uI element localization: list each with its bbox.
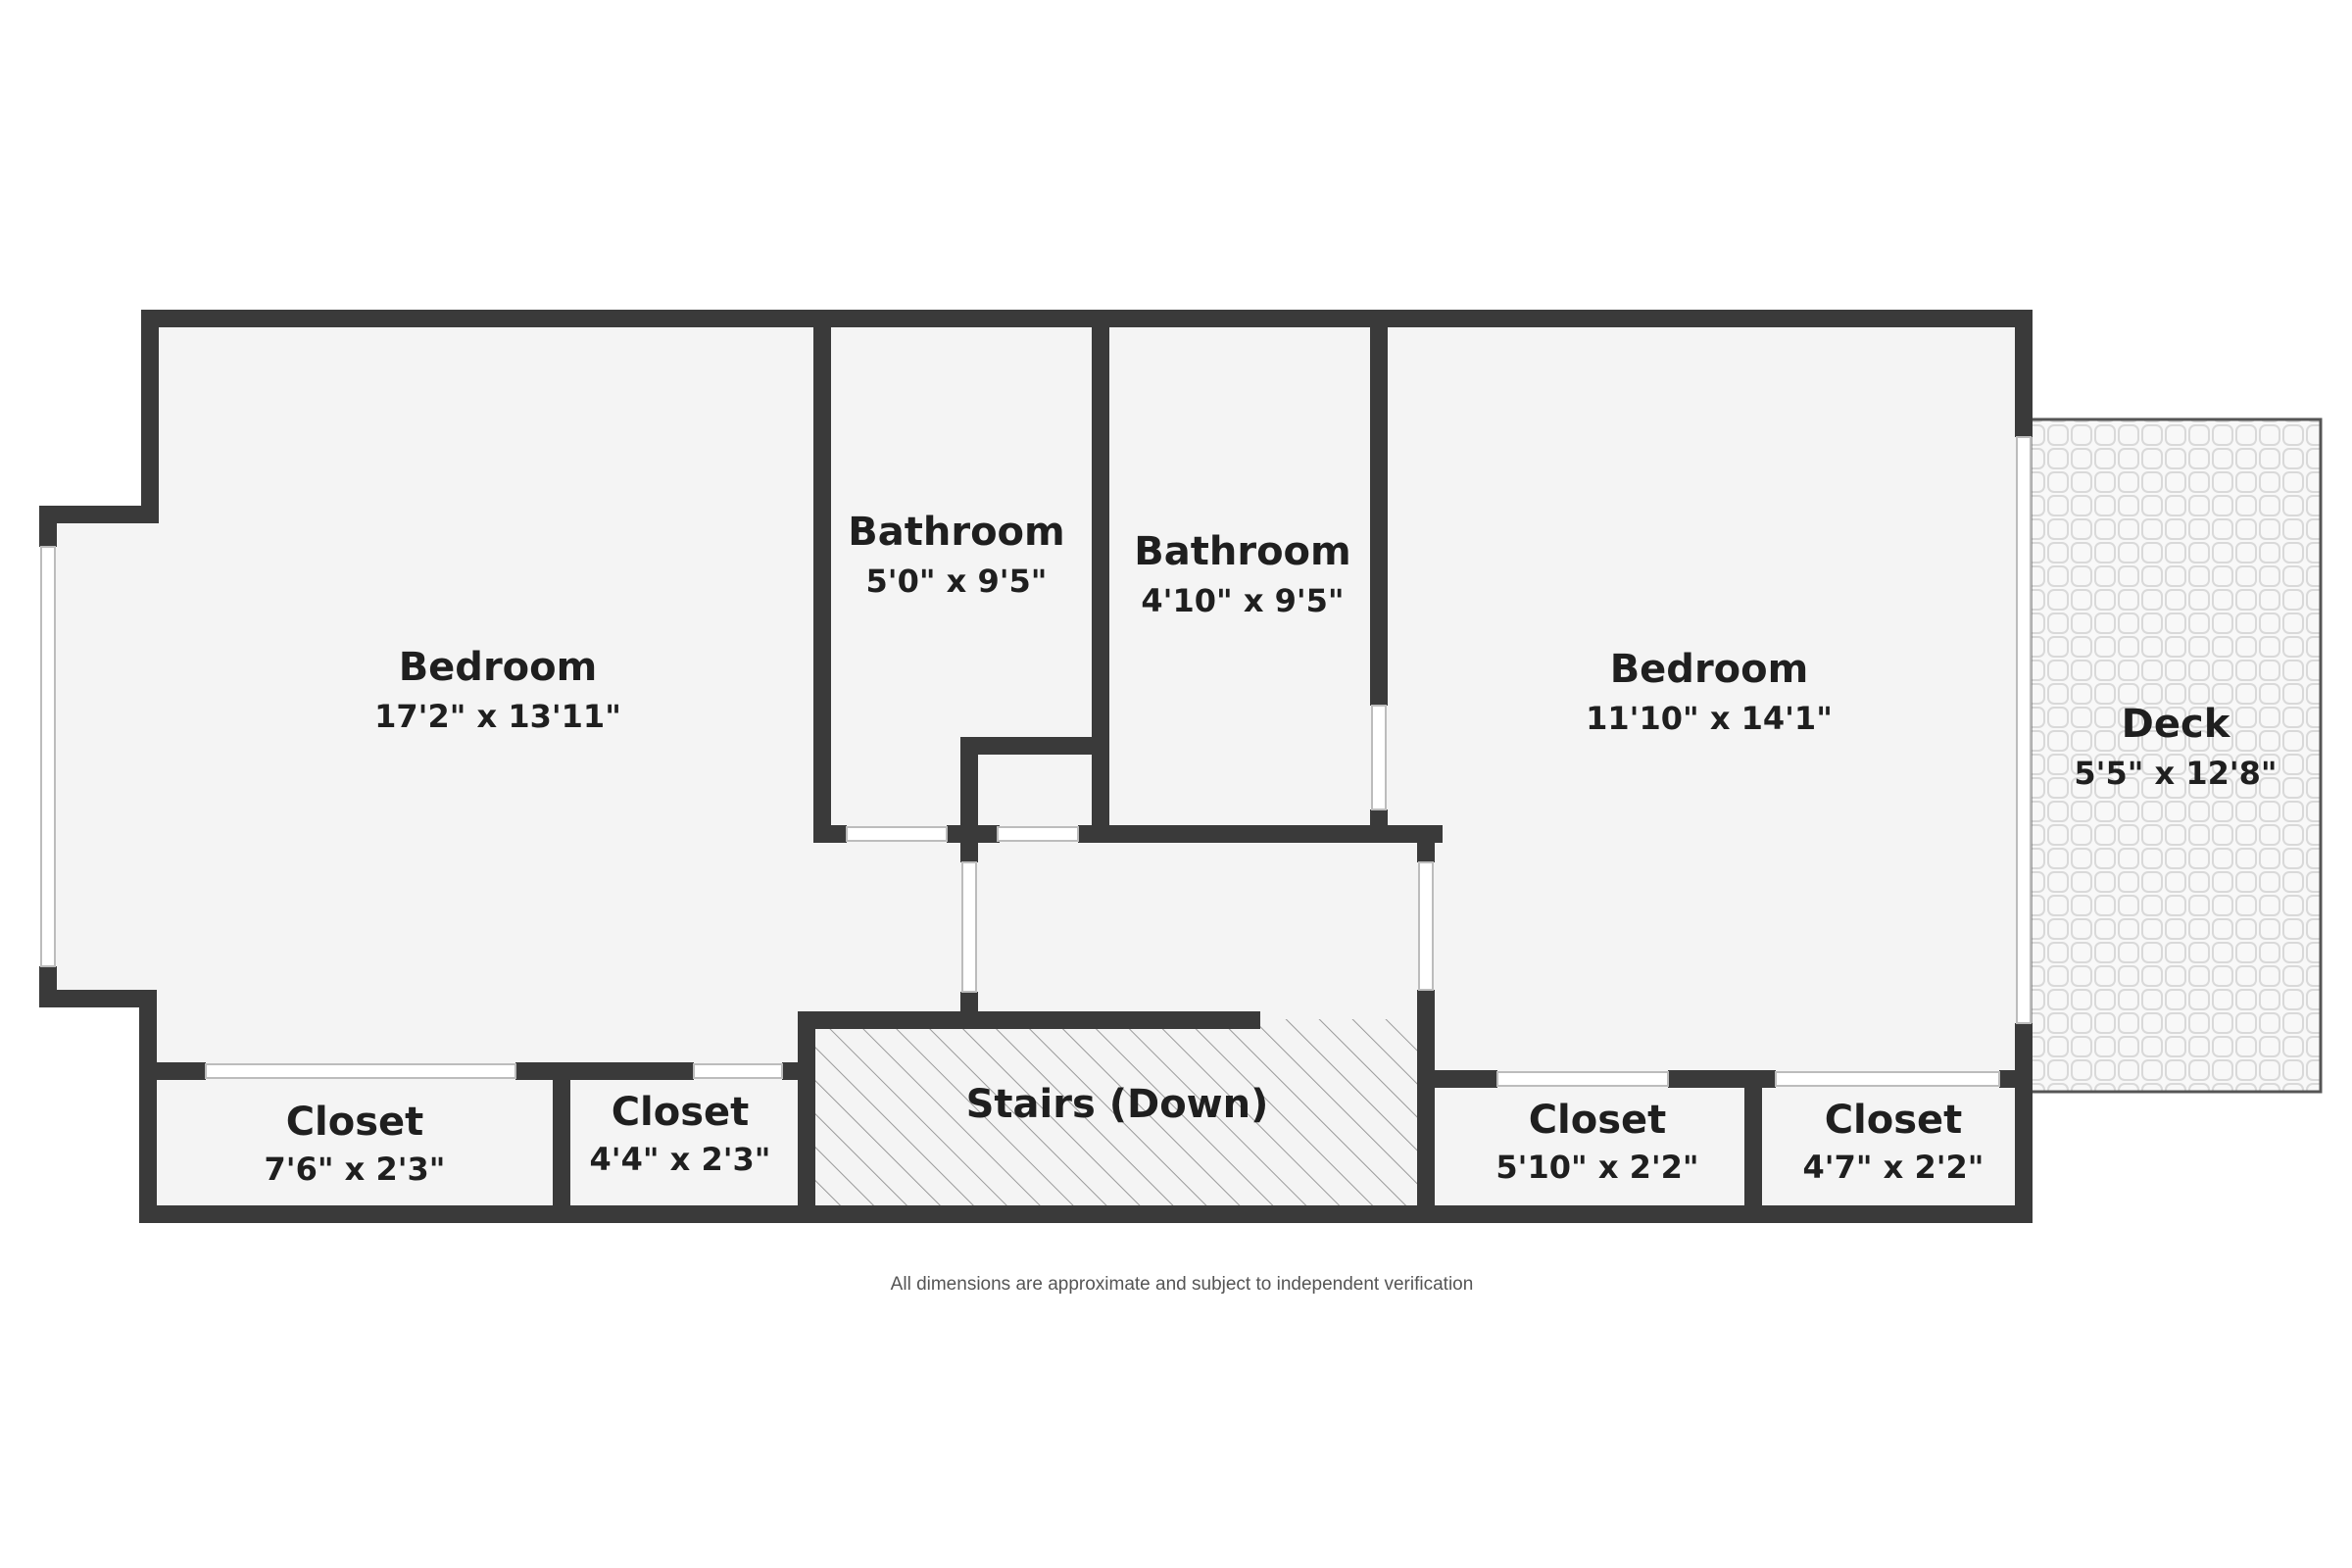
room-name-bathroom-2: Bathroom bbox=[1134, 529, 1350, 574]
wall-closet3-top-a bbox=[1417, 1070, 1497, 1088]
openings bbox=[40, 436, 2032, 1087]
floor bbox=[45, 316, 2025, 1217]
room-name-bathroom-1: Bathroom bbox=[848, 510, 1064, 555]
wall-bath2-bottom bbox=[1092, 825, 1443, 843]
wall-bay-left-bottom bbox=[39, 966, 57, 1007]
room-dims-bathroom-1: 5'0" x 9'5" bbox=[866, 563, 1048, 600]
wall-hall-left-top bbox=[960, 825, 978, 862]
opening-bath2 bbox=[1371, 705, 1387, 810]
opening-closet4 bbox=[1775, 1071, 2000, 1087]
opening-closet2 bbox=[693, 1063, 783, 1079]
room-name-deck: Deck bbox=[2122, 702, 2231, 747]
wall-top bbox=[141, 310, 2033, 327]
wall-bay-bottom bbox=[39, 990, 157, 1007]
wall-bath2-right-top bbox=[1370, 310, 1388, 706]
wall-bath2-right-bottom bbox=[1370, 809, 1388, 843]
room-dims-bedroom-right: 11'10" x 14'1" bbox=[1586, 700, 1833, 737]
room-dims-closet-1: 7'6" x 2'3" bbox=[265, 1151, 446, 1188]
window-deck bbox=[2016, 436, 2032, 1024]
room-name-closet-4: Closet bbox=[1825, 1098, 1963, 1143]
opening-hall-left bbox=[961, 861, 977, 993]
wall-bath-divider bbox=[1092, 310, 1109, 843]
room-name-closet-2: Closet bbox=[612, 1090, 750, 1135]
room-name-bedroom-right: Bedroom bbox=[1610, 647, 1809, 692]
room-dims-closet-2: 4'4" x 2'3" bbox=[590, 1141, 771, 1178]
wall-bay-left-top bbox=[39, 506, 57, 547]
room-dims-closet-3: 5'10" x 2'2" bbox=[1495, 1149, 1698, 1186]
wall-stairs-top bbox=[798, 1011, 1260, 1029]
wall-bottom bbox=[139, 1205, 2033, 1223]
wall-bath1-left bbox=[813, 310, 831, 843]
wall-bay-top bbox=[39, 506, 159, 523]
wall-closet-divider-right bbox=[1744, 1070, 1762, 1223]
wall-closet1-top-b bbox=[515, 1062, 694, 1080]
room-name-closet-3: Closet bbox=[1529, 1098, 1667, 1143]
wall-left-lower bbox=[139, 990, 157, 1223]
window-bay bbox=[40, 546, 56, 967]
wall-bath-small-bottom bbox=[1078, 825, 1109, 843]
opening-closet3 bbox=[1496, 1071, 1669, 1087]
room-dims-bedroom-left: 17'2" x 13'11" bbox=[374, 698, 621, 735]
wall-closet4-top-b bbox=[1999, 1070, 2029, 1088]
wall-stairs-left bbox=[798, 1011, 815, 1223]
opening-hall-right bbox=[1418, 861, 1434, 991]
room-name-closet-1: Closet bbox=[286, 1100, 424, 1145]
room-dims-bathroom-2: 4'10" x 9'5" bbox=[1141, 582, 1344, 619]
wall-bath1-bottom-a bbox=[813, 825, 847, 843]
wall-hall-right-bottom bbox=[1417, 990, 1435, 1223]
wall-bath1-notch-left bbox=[960, 737, 978, 841]
wall-closet1-top-a bbox=[139, 1062, 206, 1080]
wall-left-upper bbox=[141, 310, 159, 523]
room-dims-deck: 5'5" x 12'8" bbox=[2074, 755, 2277, 792]
room-name-bedroom-left: Bedroom bbox=[399, 645, 598, 690]
wall-closet2-top-b bbox=[782, 1062, 811, 1080]
floor-left-bedroom bbox=[45, 316, 819, 1019]
floor-closets-left bbox=[147, 1019, 819, 1215]
labels: Bedroom 17'2" x 13'11" Bathroom 5'0" x 9… bbox=[265, 510, 2278, 1188]
wall-right-top bbox=[2015, 310, 2033, 437]
wall-right-bottom bbox=[2015, 1023, 2033, 1223]
room-name-stairs: Stairs (Down) bbox=[966, 1082, 1269, 1127]
deck bbox=[2029, 417, 2323, 1094]
room-dims-closet-4: 4'7" x 2'2" bbox=[1803, 1149, 1984, 1186]
opening-bath1-a bbox=[846, 826, 948, 842]
opening-closet1 bbox=[205, 1063, 516, 1079]
disclaimer: All dimensions are approximate and subje… bbox=[891, 1274, 1474, 1295]
stairs bbox=[813, 1019, 1423, 1205]
wall-hall-right-top bbox=[1417, 825, 1435, 862]
wall-bath1-notch-top bbox=[960, 737, 1109, 755]
walls bbox=[39, 310, 2033, 1223]
wall-closet-divider-left bbox=[553, 1062, 570, 1223]
opening-bath1-b bbox=[997, 826, 1079, 842]
